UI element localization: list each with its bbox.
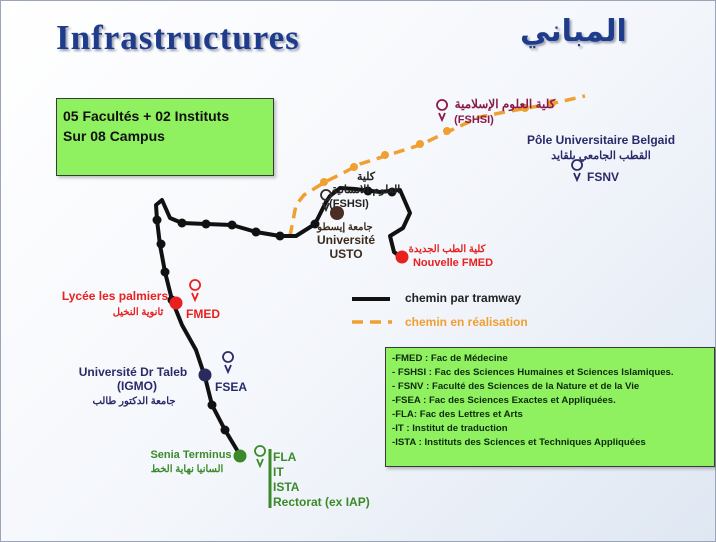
label-taleb-ar: جامعة الدكتور طالب: [92, 396, 175, 407]
summary-line: Sur 08 Campus: [63, 128, 165, 144]
legend-line: -IT : Institut de traduction: [392, 423, 508, 434]
legend-tram-label: chemin par tramway: [405, 291, 521, 305]
label-fmed-new: Nouvelle FMED: [413, 257, 493, 269]
label-belgaid-ar: القطب الجامعي بلقايد: [551, 150, 651, 163]
label-fshsi-mid-ar1: كلية: [357, 171, 376, 183]
station-usto[interactable]: [330, 206, 344, 220]
label-taleb-2: (IGMO): [117, 379, 157, 393]
terminus-item: IT: [273, 465, 284, 479]
label-fshsi-mid-ar2: العلوم الانسانية: [332, 184, 401, 196]
legend-planned-label: chemin en réalisation: [405, 315, 528, 329]
station-nouvelle-fmed[interactable]: [395, 250, 409, 264]
label-fsea: FSEA: [215, 380, 247, 394]
abbreviation-legend: -FMED : Fac de Médecine - FSHSI : Fac de…: [385, 347, 715, 467]
terminus-item: ISTA: [273, 480, 300, 494]
summary-box: 05 Facultés + 02 Instituts Sur 08 Campus: [56, 98, 274, 176]
label-fsnv: FSNV: [587, 170, 619, 184]
page-title: Infrastructures: [56, 18, 300, 57]
legend-line: - FSHSI : Fac des Sciences Humaines et S…: [392, 367, 674, 378]
tram-stops: [152, 186, 397, 435]
label-belgaid: Pôle Universitaire Belgaid: [527, 133, 675, 147]
map-pin-icon: [254, 445, 266, 469]
label-taleb-1: Université Dr Taleb: [79, 365, 187, 379]
legend-line: - FSNV : Faculté des Sciences de la Natu…: [392, 381, 640, 392]
label-lycee: Lycée les palmiers: [62, 289, 169, 303]
label-usto-ar: جامعة إيسطو: [316, 222, 372, 233]
label-fshsi-mid: (FSHSI): [329, 198, 369, 210]
label-fmed: FMED: [186, 307, 220, 321]
label-senia-ar: السانيا نهاية الخط: [151, 464, 224, 475]
label-fmed-new-ar: كلية الطب الجديدة: [409, 244, 486, 255]
label-lycee-ar: ثانوية النخيل: [113, 307, 164, 318]
label-senia: Senia Terminus: [150, 449, 231, 461]
map-pin-icon: [320, 189, 332, 213]
label-fshsi-top: (FSHSI): [454, 114, 494, 126]
planned-route-stops: [320, 99, 556, 186]
terminus-item: FLA: [273, 450, 297, 464]
station-fsea[interactable]: [198, 368, 212, 382]
legend-line: -FLA: Fac des Lettres et Arts: [392, 409, 523, 420]
label-usto-1: Université: [317, 233, 375, 247]
legend-line: -FSEA : Fac des Sciences Exactes et Appl…: [392, 395, 616, 406]
station-senia[interactable]: [233, 449, 247, 463]
map-pin-icon: [222, 351, 234, 375]
label-fshsi-top-ar: كلية العلوم الإسلامية: [455, 97, 556, 112]
station-fmed[interactable]: [169, 296, 183, 310]
terminus-item: Rectorat (ex IAP): [273, 495, 370, 509]
label-usto-2: USTO: [329, 247, 362, 261]
map-pin-icon: [189, 279, 201, 303]
page-title-arabic: المباني: [520, 14, 627, 49]
legend-line: -ISTA : Instituts des Sciences et Techni…: [392, 437, 646, 448]
legend-line: -FMED : Fac de Médecine: [392, 353, 508, 364]
summary-line: 05 Facultés + 02 Instituts: [63, 108, 230, 124]
map-pin-icon: [436, 99, 448, 123]
map-pin-icon: [571, 159, 583, 183]
